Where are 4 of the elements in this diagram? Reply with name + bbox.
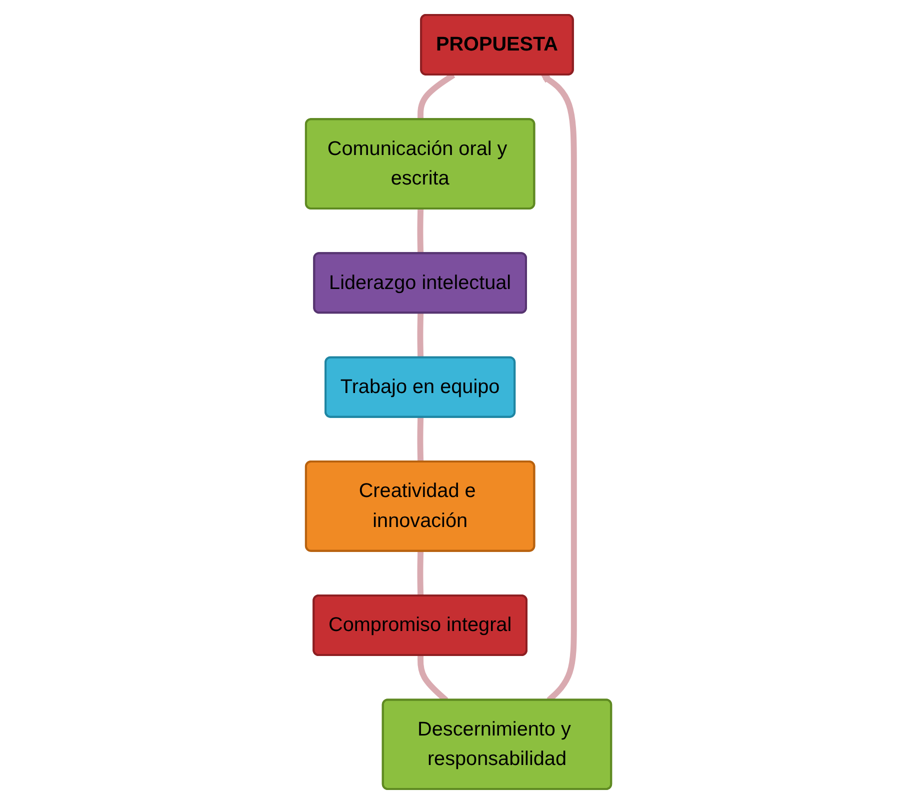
connector (417, 551, 424, 596)
connector (417, 313, 424, 358)
connector (417, 417, 424, 462)
connector (417, 208, 424, 254)
